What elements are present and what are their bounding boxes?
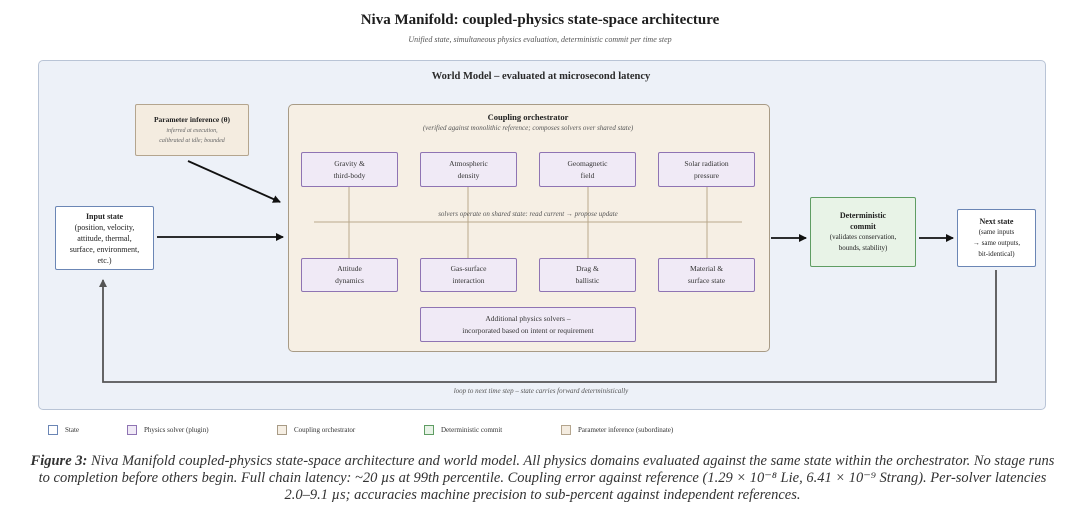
param-line: calibrated at idle; bounded — [159, 137, 225, 144]
legend-label: Parameter inference (subordinate) — [578, 426, 674, 434]
loop-arrow — [99, 270, 997, 383]
commit-title: Deterministic — [839, 211, 887, 220]
input-title: Input state — [85, 211, 124, 221]
param-title: Parameter inference (θ) — [153, 114, 231, 124]
legend-item-state: State — [48, 425, 79, 435]
solver-label: Solar radiation — [684, 158, 729, 168]
orchestrator-subtitle: (verified against monolithic reference; … — [422, 124, 634, 132]
legend-label: Coupling orchestrator — [294, 426, 356, 434]
legend-swatch — [424, 425, 434, 435]
orchestrator-title: Coupling orchestrator — [487, 112, 569, 122]
solver-label: Drag & — [576, 264, 599, 273]
parameter-inference-box: Parameter inference (θ) inferred at exec… — [135, 104, 249, 156]
diagram-subtitle: Unified state, simultaneous physics eval… — [408, 35, 672, 44]
solver-label: Atmospheric — [449, 158, 488, 168]
legend-item-parameter: Parameter inference (subordinate) — [561, 425, 673, 435]
input-line: (position, velocity, — [74, 222, 135, 232]
legend-item-solver: Physics solver (plugin) — [127, 425, 209, 435]
legend-label: Deterministic commit — [441, 426, 503, 434]
solver-label: density — [457, 170, 480, 180]
legend-swatch — [277, 425, 287, 435]
legend-swatch — [561, 425, 571, 435]
loop-label: loop to next time step – state carries f… — [453, 387, 629, 395]
solver-label: Geomagnetic — [567, 158, 608, 168]
solver-drag: Drag & ballistic — [539, 258, 636, 292]
solver-label: surface state — [687, 276, 726, 285]
solver-label: Material & — [689, 264, 724, 273]
additional-label: Additional physics solvers – — [485, 313, 571, 323]
solver-label: Attitude — [337, 264, 362, 273]
legend-swatch — [48, 425, 58, 435]
commit-line: bounds, stability) — [838, 244, 888, 252]
solver-label: field — [580, 170, 595, 180]
caption-text: Niva Manifold coupled-physics state-spac… — [38, 453, 1055, 503]
input-line: etc.) — [97, 255, 112, 265]
commit-line: (validates conservation, — [829, 233, 897, 241]
figure-caption: Figure 3: Niva Manifold coupled-physics … — [30, 453, 1055, 504]
next-line: bit-identical) — [978, 250, 1015, 258]
legend-item-commit: Deterministic commit — [424, 425, 502, 435]
solver-atmospheric: Atmospheric density — [420, 152, 517, 187]
legend-item-orchestrator: Coupling orchestrator — [277, 425, 355, 435]
solver-label: Gravity & — [334, 158, 365, 168]
solver-label: Gas-surface — [450, 264, 487, 273]
solver-solar-radiation: Solar radiation pressure — [658, 152, 755, 187]
deterministic-commit-box: Deterministic commit (validates conserva… — [810, 197, 916, 267]
legend-label: State — [65, 426, 79, 434]
diagram-title: Niva Manifold: coupled-physics state-spa… — [360, 12, 720, 28]
input-line: attitude, thermal, — [77, 233, 132, 243]
solver-label: dynamics — [335, 276, 364, 285]
input-state-box: Input state (position, velocity, attitud… — [55, 206, 154, 270]
additional-label: incorporated based on intent or requirem… — [462, 325, 594, 335]
solver-gravity: Gravity & third-body — [301, 152, 398, 187]
next-state-box: Next state (same inputs → same outputs, … — [957, 209, 1036, 267]
next-line: (same inputs — [978, 228, 1015, 236]
next-title: Next state — [979, 217, 1014, 226]
solver-label: third-body — [333, 170, 366, 180]
solver-label: interaction — [452, 276, 485, 285]
solver-gas-surface: Gas-surface interaction — [420, 258, 517, 292]
commit-title: commit — [850, 222, 876, 231]
world-model-title: World Model – evaluated at microsecond l… — [431, 71, 651, 82]
legend-label: Physics solver (plugin) — [144, 426, 209, 434]
legend-swatch — [127, 425, 137, 435]
param-arrow — [187, 160, 281, 203]
param-line: inferred at execution, — [166, 127, 218, 134]
solver-geomagnetic: Geomagnetic field — [539, 152, 636, 187]
solver-material: Material & surface state — [658, 258, 755, 292]
caption-label: Figure 3: — [30, 453, 88, 469]
input-line: surface, environment, — [69, 244, 140, 254]
solver-label: ballistic — [575, 276, 600, 285]
additional-solvers-box: Additional physics solvers – incorporate… — [420, 307, 636, 342]
solver-attitude: Attitude dynamics — [301, 258, 398, 292]
next-line: → same outputs, — [972, 239, 1021, 247]
solver-label: pressure — [694, 170, 719, 180]
shared-state-label: solvers operate on shared state: read cu… — [438, 210, 618, 218]
